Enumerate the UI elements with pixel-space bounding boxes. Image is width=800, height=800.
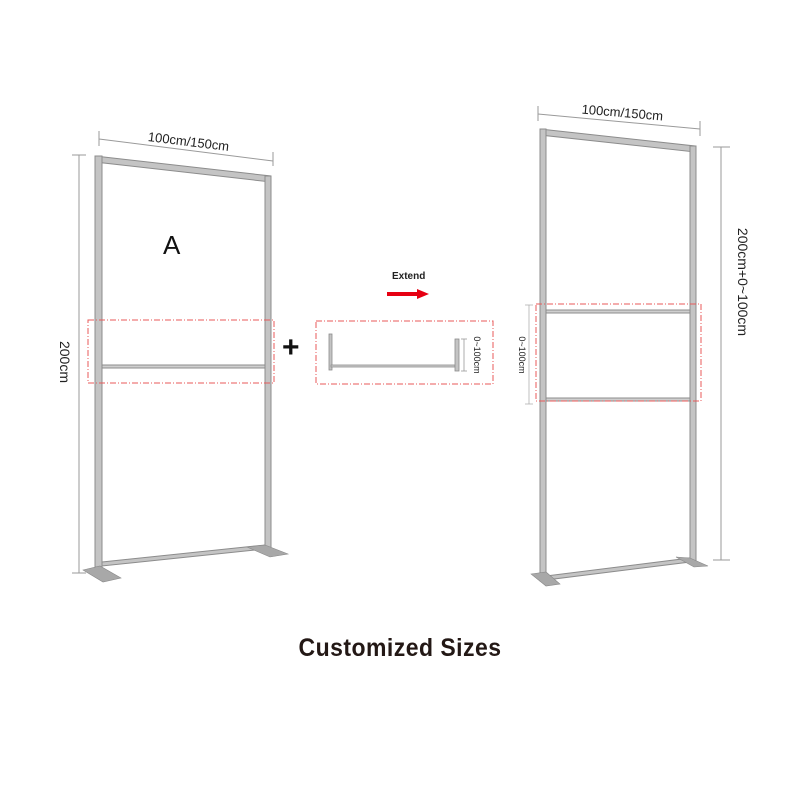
frame-a-width-dimension — [98, 131, 274, 166]
frame-a-tubes — [94, 155, 272, 568]
frame-extended: 100cm/150cm 200cm+0~100cm — [517, 101, 751, 587]
frame-a: 100cm/150cm 200cm — [57, 129, 290, 583]
frame-extended-height-dimension — [713, 146, 730, 561]
frame-a-highlight-box — [87, 319, 275, 384]
extension-tubes — [328, 333, 460, 372]
frame-extended-width-label: 100cm/150cm — [581, 101, 664, 123]
frame-a-feet — [82, 544, 290, 583]
frame-extended-tubes — [539, 128, 697, 582]
frame-extended-feet — [530, 556, 709, 587]
frame-a-height-label: 200cm — [57, 341, 73, 383]
frame-extended-width-dimension — [537, 106, 701, 136]
extend-arrow-icon — [387, 289, 429, 299]
extend-label: Extend — [392, 271, 426, 282]
diagram-title: Customized Sizes — [298, 634, 502, 662]
plus-icon: + — [282, 331, 300, 364]
frame-a-letter: A — [163, 230, 181, 260]
frame-a-height-dimension — [72, 154, 86, 574]
frame-extended-highlight-box — [535, 303, 702, 402]
extension-height-dimension — [461, 338, 467, 372]
extension-highlight-box — [315, 320, 494, 385]
frame-extended-height-label: 200cm+0~100cm — [735, 228, 751, 336]
frame-extended-section-dimension — [525, 304, 533, 405]
extension-piece: 0~100cm — [315, 289, 494, 385]
frame-extended-section-label: 0~100cm — [517, 336, 527, 373]
extension-height-label: 0~100cm — [472, 336, 482, 373]
